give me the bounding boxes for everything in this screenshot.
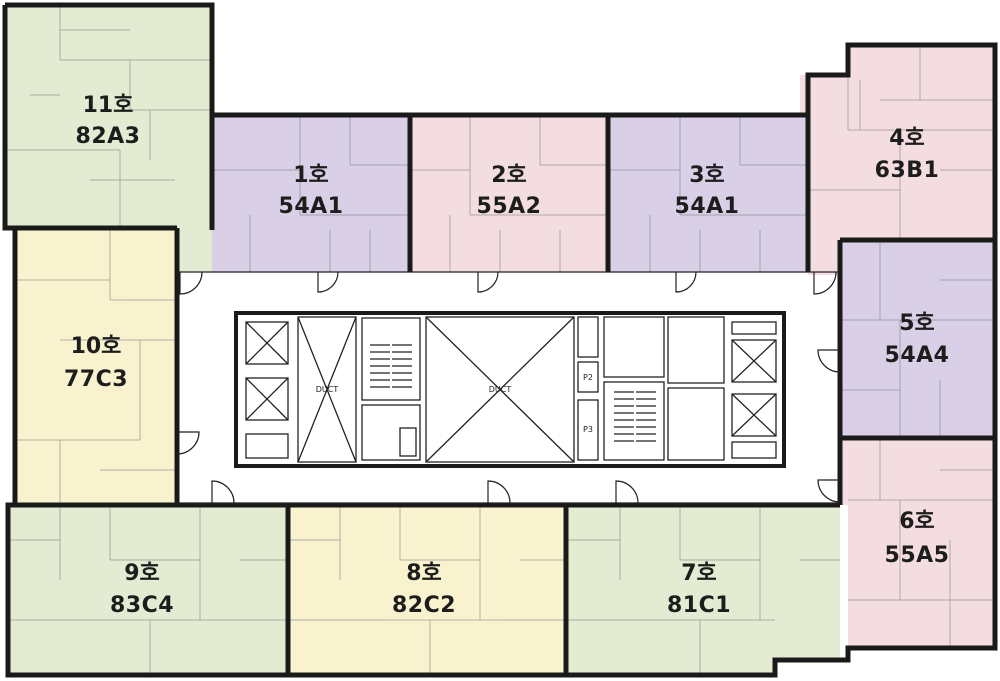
door-unit-5 — [817, 349, 841, 373]
unit-10-name: 10호 — [71, 334, 122, 359]
duct-label-left: DUCT — [316, 385, 339, 394]
unit-7-area[interactable] — [566, 505, 840, 675]
unit-4-code: 63B1 — [875, 158, 940, 183]
duct-shaft-left — [297, 316, 357, 463]
unit-3-area[interactable] — [608, 115, 808, 272]
unit-8-code: 82C2 — [392, 593, 456, 618]
unit-4-name: 4호 — [889, 126, 925, 151]
unit-7-name: 7호 — [681, 561, 717, 586]
lobby-right — [667, 316, 725, 461]
door-unit-9 — [211, 480, 235, 504]
door-unit-7 — [615, 480, 639, 504]
unit-labels: 11호 82A3 1호 54A1 2호 55A2 3호 54A1 4호 63B1… — [64, 93, 950, 618]
unit-fills — [5, 5, 995, 675]
unit-10-code: 77C3 — [64, 367, 128, 392]
door-unit-2 — [477, 271, 499, 293]
interior-room-lines — [5, 5, 995, 675]
unit-11-code: 82A3 — [76, 124, 141, 149]
unit-1-area[interactable] — [212, 115, 410, 272]
pit-label-p3: P3 — [583, 425, 593, 434]
pit-column — [577, 316, 599, 461]
unit-3-name: 3호 — [689, 163, 725, 188]
building-core: DUCT DUCT P2 P3 — [234, 311, 786, 468]
door-unit-11 — [179, 271, 203, 295]
door-unit-6 — [817, 479, 841, 503]
door-unit-4 — [813, 271, 837, 295]
unit-11-area[interactable] — [5, 5, 212, 230]
elevator-left — [245, 321, 289, 459]
unit-8-name: 8호 — [406, 561, 442, 586]
unit-5-code: 54A4 — [885, 343, 950, 368]
door-unit-10 — [176, 431, 200, 455]
unit-11-name: 11호 — [83, 93, 134, 118]
pit-label-p2: P2 — [583, 373, 593, 382]
elevator-right — [731, 321, 777, 459]
unit-5-name: 5호 — [899, 311, 935, 336]
door-unit-8 — [487, 480, 511, 504]
doors — [176, 271, 841, 504]
unit-1-name: 1호 — [293, 163, 329, 188]
central-shaft — [425, 316, 575, 463]
unit-11-annex — [175, 225, 212, 272]
unit-6-code: 55A5 — [885, 543, 950, 568]
unit-8-area[interactable] — [288, 505, 566, 675]
unit-6-area[interactable] — [840, 438, 995, 648]
unit-6-name: 6호 — [899, 509, 935, 534]
unit-2-area[interactable] — [410, 115, 608, 272]
unit-2-code: 55A2 — [477, 194, 542, 219]
unit-4-area[interactable] — [800, 45, 995, 275]
unit-7-code: 81C1 — [667, 593, 731, 618]
unit-9-area[interactable] — [8, 505, 288, 675]
door-unit-3 — [675, 271, 697, 293]
unit-9-name: 9호 — [124, 561, 160, 586]
unit-1-code: 54A1 — [279, 194, 344, 219]
unit-9-code: 83C4 — [110, 593, 174, 618]
unit-10-area[interactable] — [15, 228, 177, 505]
unit-2-name: 2호 — [491, 163, 527, 188]
duct-label-right: DUCT — [489, 385, 512, 394]
stair-right — [603, 316, 665, 461]
door-unit-1 — [317, 271, 339, 293]
unit-5-area[interactable] — [840, 240, 995, 438]
stair-left — [361, 317, 421, 461]
corridor-walls — [177, 271, 840, 504]
unit-3-code: 54A1 — [675, 194, 740, 219]
